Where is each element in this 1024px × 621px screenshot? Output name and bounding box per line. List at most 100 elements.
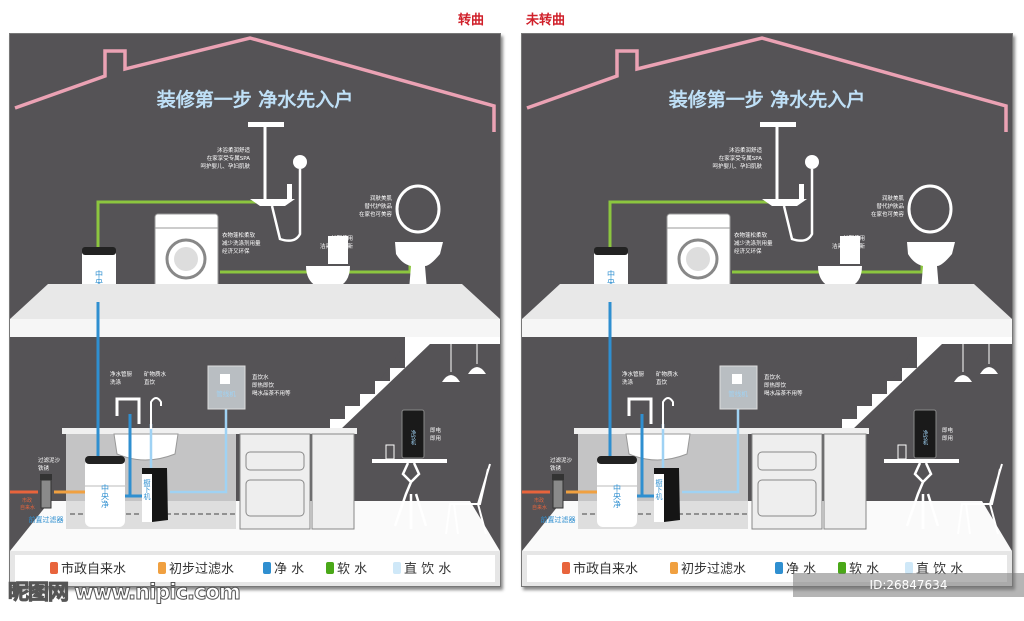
legend-swatch-purified [775,562,783,574]
central-purifier-icon [597,456,637,527]
wall-mounted-dispenser-icon [207,365,246,410]
svg-text:洗涤: 洗涤 [622,378,634,386]
basin-mirror-icon [907,184,955,302]
countertop [574,428,869,434]
svg-text:减少洗涤剂用量: 减少洗涤剂用量 [222,239,261,247]
glass-icon [385,444,395,460]
upper-floor [522,284,1012,319]
water-dispenser-icon [913,409,937,459]
central-purifier-icon [85,456,125,527]
svg-text:铁锈: 铁锈 [550,464,562,472]
svg-text:即电: 即电 [942,426,954,434]
svg-text:衣物蓬松柔软: 衣物蓬松柔软 [222,231,256,239]
legend-swatch-city-water [50,562,58,574]
floor-slab [522,319,1012,337]
shower-icon [248,122,307,242]
legend-label: 初步过滤水 [169,562,234,577]
poster-title: 装修第一步 净水先入户 [156,88,354,111]
washing-machine-icon [154,213,219,302]
pendant-lamps-icon [442,337,486,382]
legend-swatch-soft [838,562,846,574]
svg-text:即电: 即电 [430,426,442,434]
chair-icon [957,463,1003,535]
staircase [330,337,500,430]
svg-text:自来水: 自来水 [20,504,35,511]
countertop [62,428,357,434]
floor-slab [10,319,500,337]
svg-text:洁具光洁如新: 洁具光洁如新 [832,242,866,250]
kitchen-faucet-icon [627,397,653,424]
legend-swatch-prefiltered [670,562,678,574]
prefilter-icon [552,474,564,509]
svg-text:直饮水: 直饮水 [764,373,781,381]
svg-text:洗涤: 洗涤 [110,378,122,386]
drawer-cabinet [751,433,823,530]
roof-outline [526,36,1008,132]
dining-table [884,459,959,463]
svg-text:在家也可美容: 在家也可美容 [871,210,905,218]
svg-text:经济又环保: 经济又环保 [222,247,250,255]
wall-unit-pipe [170,409,228,494]
svg-text:沐浴柔润舒适: 沐浴柔润舒适 [217,146,251,154]
svg-text:自来水: 自来水 [532,504,547,511]
svg-text:润肤美肌: 润肤美肌 [370,194,393,202]
dispenser-label: 净饮机 [922,429,928,446]
svg-text:净水管厨: 净水管厨 [110,370,133,378]
drawer-cabinet [239,433,311,530]
svg-text:过滤泥沙: 过滤泥沙 [38,456,61,464]
svg-text:喝水品茶不用等: 喝水品茶不用等 [764,389,803,397]
svg-text:替代护肤品: 替代护肤品 [364,202,392,210]
soft-water-pipe [96,200,265,256]
svg-text:洁具光洁如新: 洁具光洁如新 [320,242,354,250]
legend-label: 市政自来水 [573,561,638,577]
legend-swatch-direct-drink [393,562,401,574]
legend-label: 净 水 [274,562,304,577]
shower-icon [760,122,819,242]
svg-text:在家享受专属SPA: 在家享受专属SPA [207,154,250,162]
svg-text:润肤美肌: 润肤美肌 [882,194,905,202]
dispenser-label: 净饮机 [410,429,416,446]
legend-swatch-soft [326,562,334,574]
svg-text:过滤泥沙: 过滤泥沙 [550,456,573,464]
svg-text:即热即饮: 即热即饮 [764,381,787,389]
wall-unit-label: 管线机 [216,389,236,398]
undersink-purifier-icon [142,468,168,522]
upper-floor [10,284,500,319]
legend-swatch-city-water [562,562,570,574]
watermark-site: 昵图网 www.nipic.com [8,580,242,605]
mineral-faucet-icon [662,397,674,429]
svg-text:净水管厨: 净水管厨 [622,370,645,378]
chair-icon [445,463,491,535]
svg-text:在家享受专属SPA: 在家享受专属SPA [719,154,762,162]
legend [15,555,495,582]
washing-machine-icon [666,213,731,302]
soft-water-pipe [608,200,777,256]
staircase [842,337,1012,430]
sink-basin [625,433,691,461]
undersink-label: 橱下机 [655,478,663,501]
legend-label: 软 水 [337,562,367,577]
svg-text:直饮: 直饮 [144,378,156,386]
wall-unit-pipe [682,409,740,494]
svg-text:即用: 即用 [942,435,953,442]
legend-swatch-purified [263,562,271,574]
legend-label: 直 饮 水 [404,562,451,577]
